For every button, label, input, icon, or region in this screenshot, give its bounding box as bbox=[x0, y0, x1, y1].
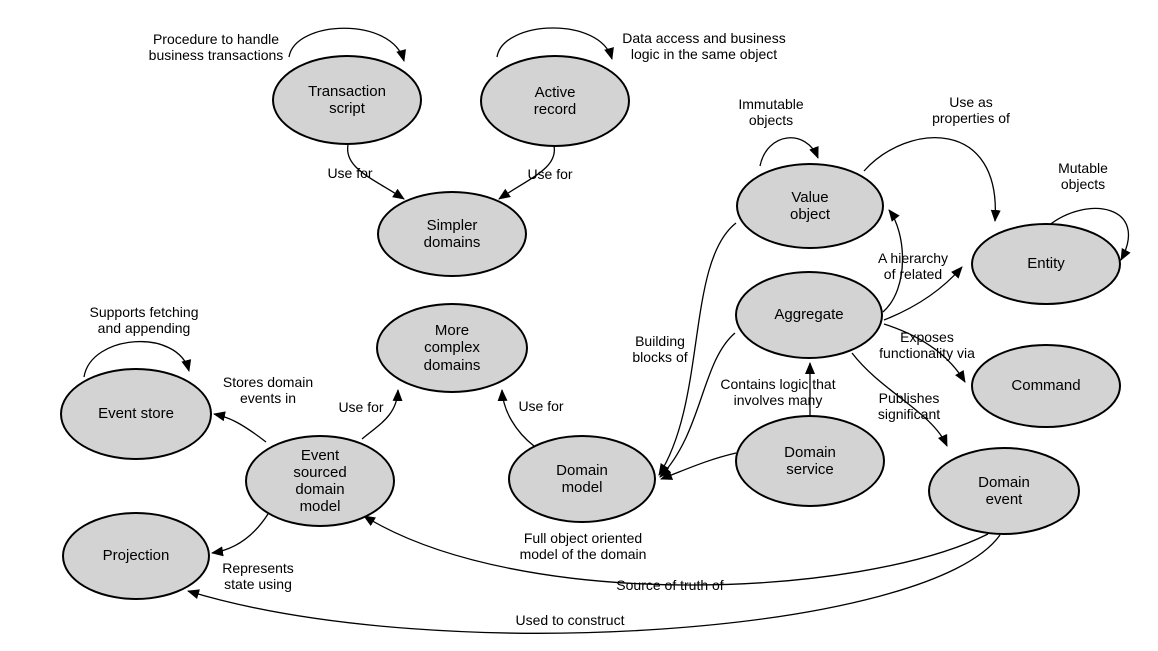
edge-aggregate-to-value-object bbox=[882, 209, 904, 313]
edge-label-source-of-truth-of: Source of truth of bbox=[616, 576, 724, 593]
edge-value-object-to-entity bbox=[863, 137, 1001, 222]
edge-entity-self-loop bbox=[1047, 207, 1131, 261]
edge-aggregate-to-domain-event bbox=[851, 352, 948, 447]
node-aggregate: Aggregate bbox=[735, 271, 883, 359]
edge-domain-model-to-more-complex-domains bbox=[497, 389, 535, 447]
edge-event-sourced-to-more-complex-domains bbox=[361, 389, 403, 440]
edge-transaction-script-to-simpler-domains bbox=[347, 144, 405, 200]
edge-label-use-as-properties-of: Use as properties of bbox=[932, 93, 1010, 126]
edge-aggregate-to-domain-model bbox=[659, 332, 736, 478]
edge-aggregate-to-command bbox=[883, 323, 966, 383]
edge-active-record-self-loop bbox=[496, 27, 614, 60]
node-label: Simpler domains bbox=[423, 216, 481, 251]
node-domain-service: Domain service bbox=[735, 415, 885, 507]
edge-domain-service-to-domain-model bbox=[660, 452, 737, 480]
edge-label-used-to-construct: Used to construct bbox=[515, 611, 625, 628]
edge-event-store-self-loop bbox=[83, 341, 192, 378]
node-label: Domain model bbox=[556, 461, 608, 496]
node-label: Domain event bbox=[978, 473, 1030, 508]
node-label: Projection bbox=[102, 547, 170, 565]
node-value-object: Value object bbox=[736, 163, 884, 249]
edge-domain-event-to-event-sourced bbox=[363, 515, 989, 586]
node-active-record: Active record bbox=[480, 55, 630, 147]
edge-label-exposes-functionality-via: Exposes functionality via bbox=[879, 328, 975, 361]
node-more-complex-domains: More complex domains bbox=[376, 303, 528, 393]
edge-label-use-for-transaction-script: Use for bbox=[327, 164, 373, 181]
edge-label-represents-state-using: Represents state using bbox=[222, 559, 294, 592]
edge-label-publishes-significant: Publishes significant bbox=[877, 389, 941, 422]
node-label: Aggregate bbox=[774, 306, 844, 324]
node-event-sourced-domain-model: Event sourced domain model bbox=[245, 435, 395, 527]
edge-label-a-hierarchy-of-related: A hierarchy of related bbox=[877, 249, 949, 282]
node-label: Command bbox=[1011, 377, 1081, 395]
node-projection: Projection bbox=[62, 512, 210, 600]
edge-domain-event-to-projection bbox=[187, 534, 1001, 634]
edge-aggregate-to-entity bbox=[883, 266, 963, 321]
node-label: Entity bbox=[1027, 255, 1065, 273]
edge-label-mutable-objects: Mutable objects bbox=[1058, 159, 1108, 192]
node-label: Transaction script bbox=[308, 82, 386, 117]
edge-event-sourced-to-event-store bbox=[213, 411, 267, 443]
edge-label-immutable-objects: Immutable objects bbox=[738, 95, 804, 128]
node-domain-model: Domain model bbox=[508, 435, 656, 523]
node-label: Event sourced domain model bbox=[293, 446, 347, 516]
edge-label-supports-fetching: Supports fetching and appending bbox=[89, 303, 199, 336]
edge-event-sourced-to-projection bbox=[211, 513, 269, 557]
node-label: More complex domains bbox=[423, 322, 481, 374]
edge-label-stores-domain-events-in: Stores domain events in bbox=[222, 373, 314, 406]
edge-label-data-access: Data access and business logic in the sa… bbox=[622, 29, 786, 62]
node-command: Command bbox=[971, 344, 1121, 428]
node-label: Active record bbox=[533, 83, 577, 118]
node-label: Value object bbox=[789, 188, 831, 223]
node-entity: Entity bbox=[971, 223, 1121, 305]
node-label: Domain service bbox=[784, 443, 836, 478]
node-event-store: Event store bbox=[60, 368, 212, 460]
edge-value-object-to-domain-model bbox=[658, 222, 737, 476]
edge-label-full-object-oriented: Full object oriented model of the domain bbox=[519, 529, 647, 562]
edge-value-object-self-loop bbox=[759, 137, 819, 167]
edge-label-use-for-domain-model: Use for bbox=[518, 397, 564, 414]
edge-label-building-blocks-of: Building blocks of bbox=[632, 332, 688, 365]
edge-label-use-for-event-sourced: Use for bbox=[338, 398, 384, 415]
node-simpler-domains: Simpler domains bbox=[377, 191, 527, 277]
edge-label-procedure-to-handle: Procedure to handle business transaction… bbox=[148, 30, 284, 63]
edge-label-use-for-active-record: Use for bbox=[527, 165, 573, 182]
edge-label-contains-logic: Contains logic that involves many bbox=[720, 375, 836, 408]
node-label: Event store bbox=[98, 405, 174, 423]
node-transaction-script: Transaction script bbox=[272, 55, 422, 145]
edge-transaction-script-self-loop bbox=[288, 27, 406, 62]
node-domain-event: Domain event bbox=[928, 447, 1080, 535]
edge-active-record-to-simpler-domains bbox=[498, 145, 555, 200]
